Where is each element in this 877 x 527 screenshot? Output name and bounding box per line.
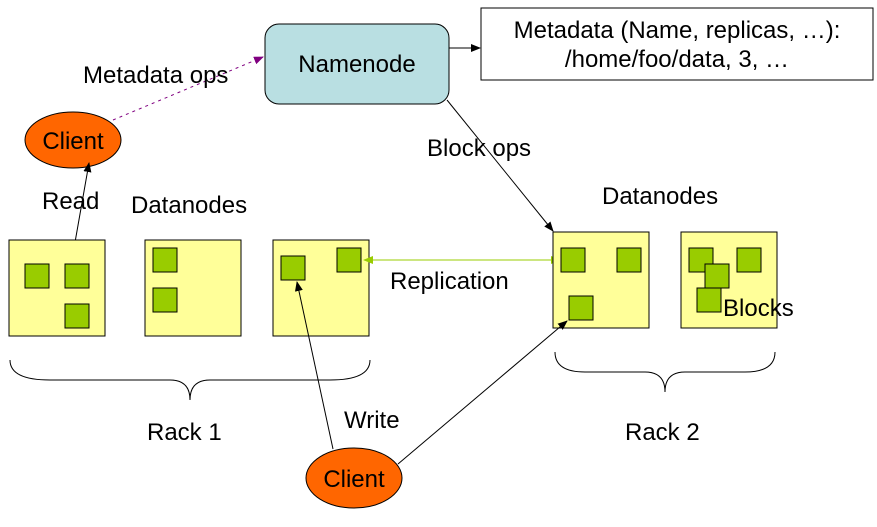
rack2-label: Rack 2 [625,419,700,446]
client-label: Client [42,128,104,155]
rack1-label: Rack 1 [147,419,222,446]
block [696,287,722,313]
block-ops-arrow [446,99,554,232]
block [616,247,642,273]
write-arrow-rack1 [294,281,334,450]
client-label: Client [323,466,385,493]
datanode [552,231,650,329]
block [336,247,362,273]
block [24,263,50,289]
write-arrow-rack2 [397,320,568,465]
rack2-brace [554,351,776,393]
blocks-label: Blocks [723,295,794,322]
client-write: Client [305,447,403,509]
block [152,287,178,313]
read-arrow [73,162,92,249]
metadata-line1: Metadata (Name, replicas, …): [514,17,841,44]
replication-label: Replication [390,268,509,295]
metadata-ops-arrow [112,56,264,121]
block-ops-label: Block ops [427,135,531,162]
rack1-brace [9,359,371,401]
block [64,303,90,329]
metadata-line2: /home/foo/data, 3, … [565,46,789,73]
read-label: Read [42,188,99,215]
block [64,263,90,289]
namenode-label: Namenode [298,51,415,78]
block [704,263,730,289]
rack2-datanodes [552,231,778,329]
block [560,247,586,273]
block [280,255,306,281]
datanodes-right-label: Datanodes [602,183,718,210]
metadata-ops-label: Metadata ops [83,62,228,89]
rack1-datanodes [8,239,370,337]
block [736,247,762,273]
block [568,295,594,321]
write-label: Write [344,407,400,434]
datanodes-left-label: Datanodes [131,192,247,219]
namenode: Namenode [264,23,450,105]
client-read: Client [24,111,122,169]
block [152,247,178,273]
datanode [8,239,106,337]
metadata-box: Metadata (Name, replicas, …): /home/foo/… [480,7,874,81]
